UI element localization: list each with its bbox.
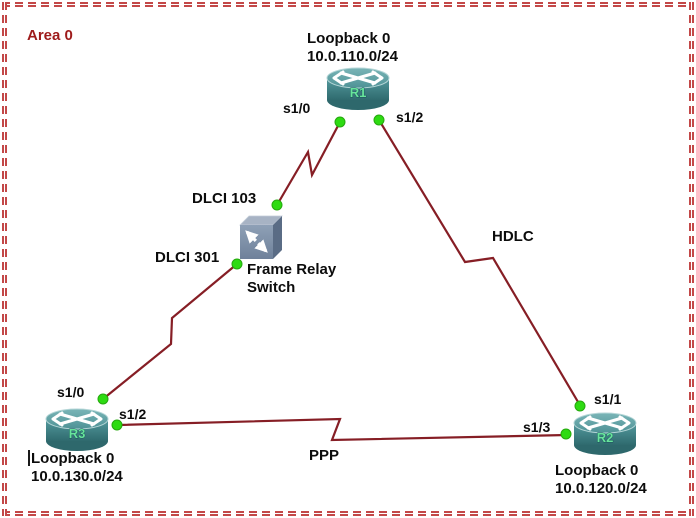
text-cursor [28, 450, 30, 466]
link-r1-framerelay[interactable] [276, 121, 341, 206]
router-r1-icon[interactable]: R1 [325, 66, 391, 112]
router-r2-icon[interactable]: R2 [572, 411, 638, 457]
router-r1-name: R1 [350, 85, 367, 100]
r2-interface-s1-1-label: s1/1 [594, 391, 622, 407]
port-r1-s1-0[interactable] [334, 116, 346, 128]
ppp-link-label: PPP [309, 447, 340, 464]
router-r3-icon[interactable]: R3 [44, 407, 110, 453]
port-r2-s1-1[interactable] [574, 400, 586, 412]
r1-interface-s1-0-label: s1/0 [283, 100, 311, 116]
link-r1-r2-hdlc[interactable] [378, 119, 582, 408]
r1-interface-s1-2-label: s1/2 [396, 109, 424, 125]
frame-relay-label-line2: Switch [247, 279, 296, 297]
port-r2-s1-3[interactable] [560, 428, 572, 440]
r2-loopback-line1: Loopback 0 [555, 462, 639, 479]
r2-interface-s1-3-label: s1/3 [523, 419, 551, 435]
port-r3-s1-0[interactable] [97, 393, 109, 405]
link-r3-r2-ppp[interactable] [117, 417, 568, 442]
r1-loopback-line1: Loopback 0 [307, 30, 391, 47]
r1-loopback-line2: 10.0.110.0/24 [307, 48, 398, 66]
r3-interface-s1-2-label: s1/2 [119, 406, 147, 422]
port-fr-dlci301[interactable] [231, 258, 243, 270]
r2-loopback-line2: 10.0.120.0/24 [555, 480, 647, 498]
link-framerelay-r3[interactable] [102, 263, 238, 400]
area-label: Area 0 [27, 27, 73, 44]
r3-loopback-line1: Loopback 0 [31, 450, 115, 467]
port-r3-s1-2[interactable] [111, 419, 123, 431]
router-r2-name: R2 [597, 430, 614, 445]
dlci-103-label: DLCI 103 [192, 190, 257, 207]
hdlc-link-label: HDLC [492, 228, 534, 245]
port-fr-dlci103[interactable] [271, 199, 283, 211]
router-r3-name: R3 [69, 426, 86, 441]
r3-interface-s1-0-label: s1/0 [57, 384, 85, 400]
port-r1-s1-2[interactable] [373, 114, 385, 126]
frame-relay-label-line1: Frame Relay [247, 261, 337, 278]
dlci-301-label: DLCI 301 [155, 249, 220, 266]
r3-loopback-line2: 10.0.130.0/24 [31, 468, 123, 486]
frame-relay-switch-icon[interactable] [240, 216, 282, 259]
